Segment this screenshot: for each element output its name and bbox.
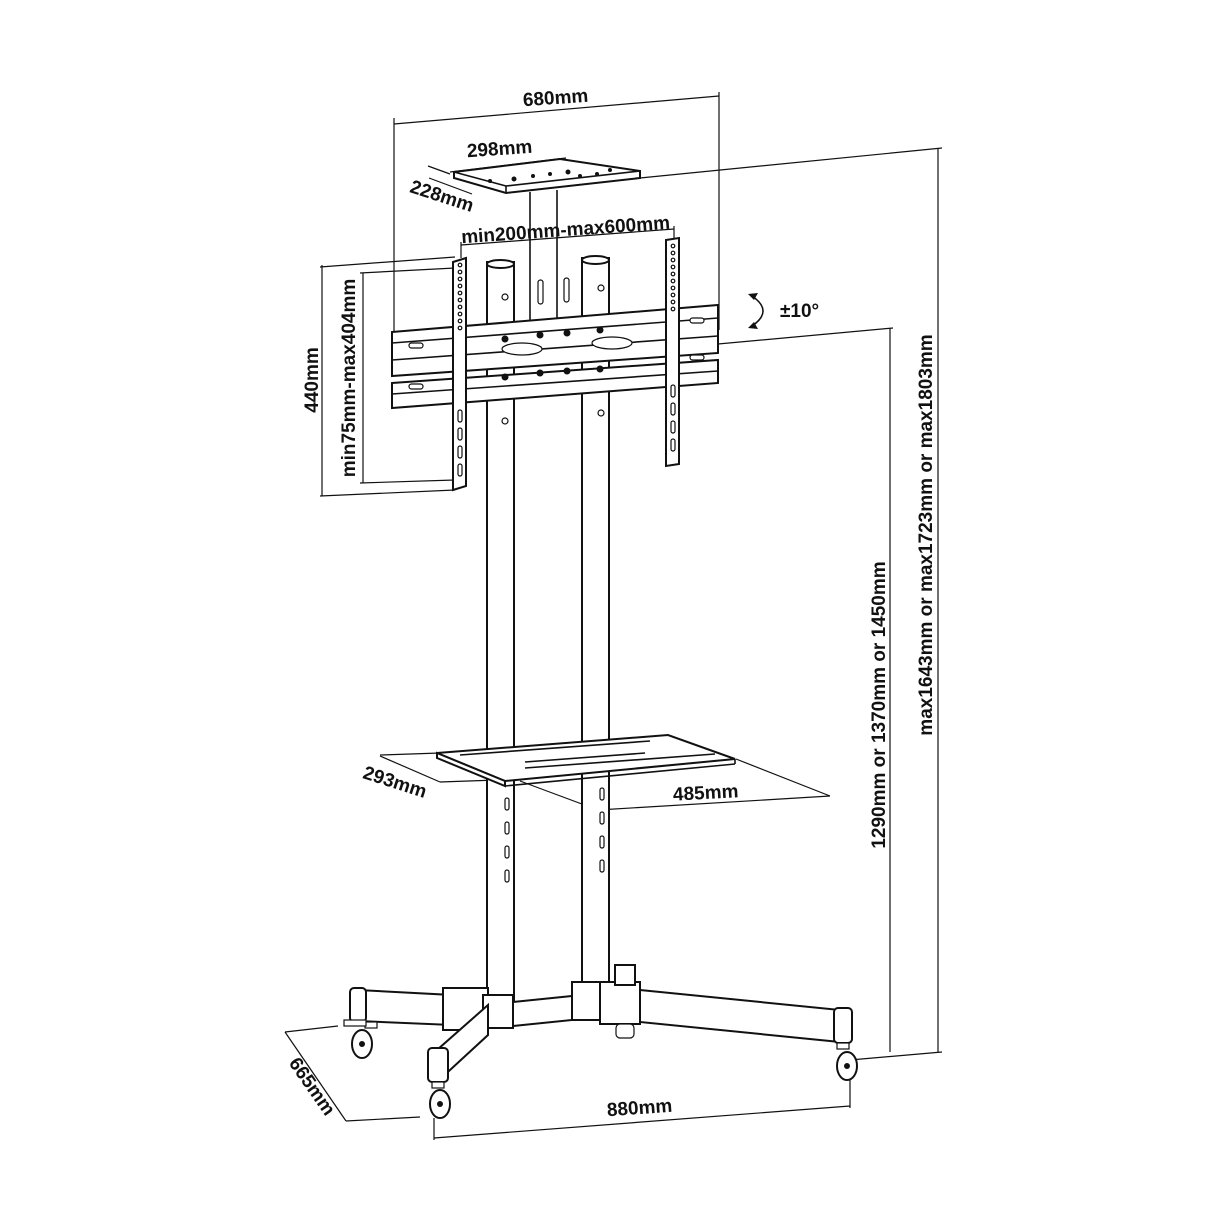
label-lower-shelf-width: 485mm	[672, 781, 739, 805]
label-center-height: 1290mm or 1370mm or 1450mm	[869, 561, 890, 848]
casters	[343, 1019, 858, 1119]
tv-mount-rails	[391, 303, 719, 410]
caster-front	[429, 1081, 451, 1119]
caster-right	[836, 1042, 858, 1081]
tv-mount-arm-left	[452, 256, 467, 492]
dimension-vesa-vertical-lines	[359, 267, 456, 484]
tilt-arrow-icon	[748, 293, 764, 329]
dimension-680-lines	[393, 92, 720, 340]
dimension-base-lines	[284, 1025, 851, 1140]
label-lower-shelf-depth: 293mm	[360, 763, 429, 803]
label-base-depth: 665mm	[284, 1054, 339, 1120]
caster-back-left	[343, 1019, 378, 1059]
label-max-height: max1643mm or max1723mm or max1803mm	[916, 334, 937, 735]
label-vesa-horizontal: min200mm-max600mm	[461, 213, 671, 249]
base-legs	[349, 964, 853, 1085]
label-bracket-height: 440mm	[302, 347, 323, 413]
lower-shelf	[436, 733, 736, 788]
label-vesa-vertical: min75mm-max404mm	[339, 279, 360, 478]
dimension-max-height-lines	[639, 147, 943, 1061]
label-tilt: ±10°	[780, 301, 819, 322]
label-overall-width: 680mm	[522, 86, 589, 112]
caster-back-right	[615, 1023, 635, 1039]
tv-mount-arm-right	[665, 236, 680, 468]
label-base-width: 880mm	[606, 1096, 673, 1122]
label-top-shelf-width: 298mm	[466, 137, 533, 163]
pole-height-slots	[504, 787, 605, 883]
dimension-440-lines	[319, 256, 456, 497]
top-shelf	[453, 157, 641, 195]
dimension-lower-shelf-lines	[379, 752, 831, 811]
dimension-center-height-lines	[717, 327, 894, 1052]
